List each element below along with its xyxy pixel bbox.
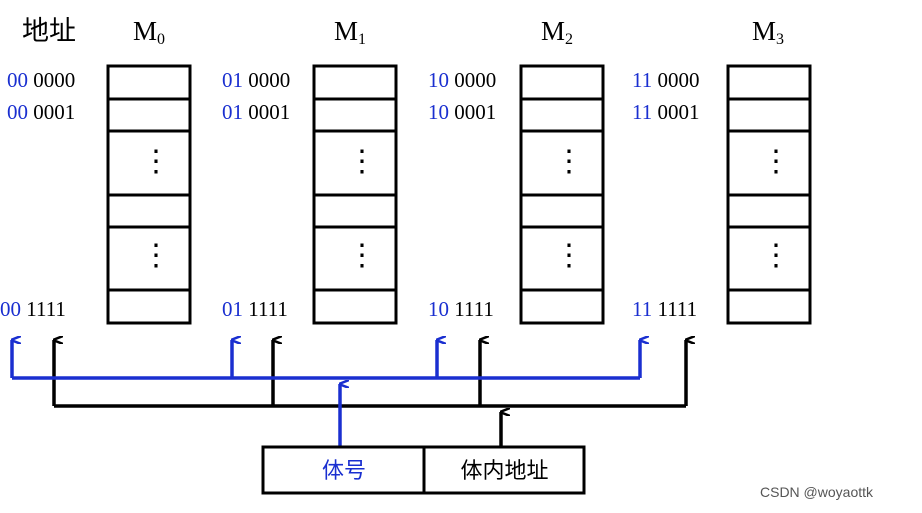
- offset-bus: [52, 340, 686, 447]
- addr-m2-row1: 10 0001: [428, 100, 497, 124]
- address-header: 地址: [22, 16, 76, 46]
- ellipsis-m0-a: ⋮: [141, 145, 171, 178]
- module-title-m0: M0: [133, 16, 166, 48]
- addr-m0-row1: 00 0001: [7, 100, 76, 124]
- in-bank-address-field: 体内地址: [460, 458, 549, 483]
- addr-m0-row0: 00 0000: [7, 68, 76, 92]
- addr-m3-row1: 11 0001: [632, 100, 700, 124]
- ellipsis-m3-a: ⋮: [761, 145, 791, 178]
- ellipsis-m1-a: ⋮: [347, 145, 377, 178]
- bank-number-field: 体号: [321, 458, 366, 483]
- ellipsis-m2-a: ⋮: [554, 145, 584, 178]
- memory-column-m2: [519, 64, 605, 325]
- memory-column-m3: [726, 64, 812, 325]
- ellipsis-m1-b: ⋮: [347, 239, 377, 272]
- addr-m1-row1: 01 0001: [222, 100, 291, 124]
- ellipsis-m0-b: ⋮: [141, 239, 171, 272]
- addr-m3-row-last: 11 1111: [632, 297, 698, 321]
- bank-select-bus: [10, 340, 640, 447]
- addr-m2-row0: 10 0000: [428, 68, 497, 92]
- address-register: [261, 445, 586, 495]
- memory-column-m1: [312, 64, 398, 325]
- addr-m1-row0: 01 0000: [222, 68, 291, 92]
- addr-m0-row-last: 00 1111: [0, 297, 66, 321]
- addr-m3-row0: 11 0000: [632, 68, 700, 92]
- module-title-m3: M3: [752, 16, 785, 48]
- watermark: CSDN @woyaottk: [760, 484, 874, 500]
- module-title-m2: M2: [541, 16, 574, 48]
- ellipsis-m2-b: ⋮: [554, 239, 584, 272]
- ellipsis-m3-b: ⋮: [761, 239, 791, 272]
- addr-m2-row-last: 10 1111: [428, 297, 494, 321]
- module-title-m1: M1: [334, 16, 367, 48]
- addr-m1-row-last: 01 1111: [222, 297, 288, 321]
- memory-column-m0: [106, 64, 192, 325]
